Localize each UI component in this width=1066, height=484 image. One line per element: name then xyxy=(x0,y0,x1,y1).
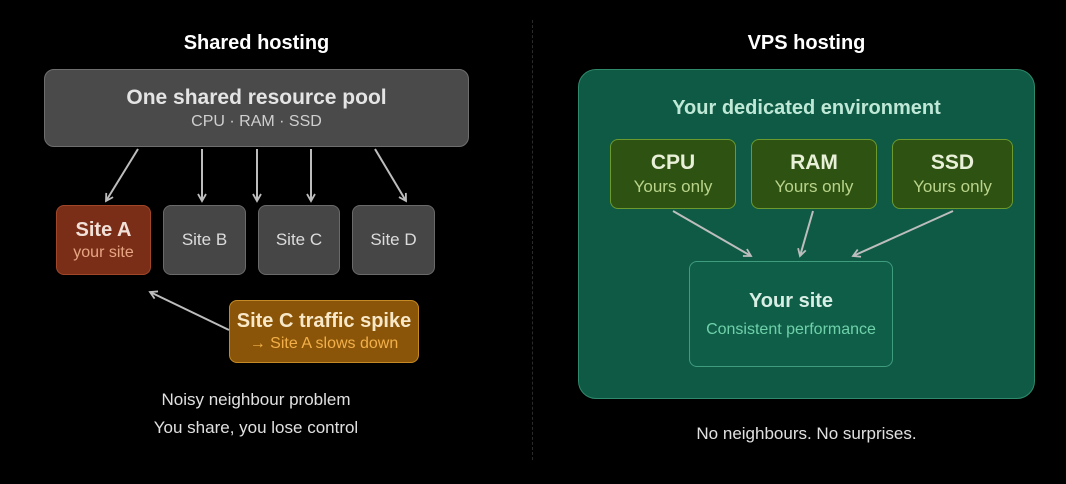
spike-title: Site C traffic spike xyxy=(236,310,412,332)
shared-caption-line2: You share, you lose control xyxy=(153,418,359,437)
site-a-sublabel: your site xyxy=(73,243,134,261)
site-c-label: Site C xyxy=(275,230,323,249)
panel-divider xyxy=(532,20,533,460)
pool-title: One shared resource pool xyxy=(126,85,387,109)
vps-hosting-title: VPS hosting xyxy=(747,32,866,54)
your-site-box: Your site Consistent performance xyxy=(689,261,893,367)
arrow-pool-to-site-a xyxy=(105,148,139,203)
environment-title: Your dedicated environment xyxy=(672,97,941,119)
arrow-ssd-to-site xyxy=(851,210,954,258)
spike-subtitle: → Site A slows down xyxy=(249,335,399,352)
shared-hosting-title: Shared hosting xyxy=(183,32,330,54)
shared-caption: Noisy neighbour problem You share, you l… xyxy=(56,386,456,442)
site-d-label: Site D xyxy=(370,230,417,249)
site-c-box: Site C xyxy=(258,205,340,275)
shared-caption-line1: Noisy neighbour problem xyxy=(161,390,351,409)
arrow-spike-to-site-a xyxy=(148,290,230,331)
vps-caption: No neighbours. No surprises. xyxy=(696,424,917,443)
site-b-label: Site B xyxy=(181,230,228,249)
traffic-spike-box: Site C traffic spike → Site A slows down xyxy=(229,300,419,363)
pool-subtitle: CPU · RAM · SSD xyxy=(191,112,322,130)
ram-resource-box: RAM Yours only xyxy=(751,139,877,209)
site-d-box: Site D xyxy=(352,205,435,275)
ssd-sublabel: Yours only xyxy=(913,177,992,196)
arrow-ram-to-site xyxy=(797,210,814,258)
ssd-resource-box: SSD Yours only xyxy=(892,139,1013,209)
your-site-subtitle: Consistent performance xyxy=(706,320,876,338)
site-a-box: Site A your site xyxy=(56,205,151,275)
ssd-label: SSD xyxy=(930,151,975,174)
arrow-pool-to-site-d xyxy=(374,148,407,203)
arrow-cpu-to-site xyxy=(672,210,753,257)
shared-resource-pool: One shared resource pool CPU · RAM · SSD xyxy=(44,69,469,147)
your-site-title: Your site xyxy=(748,289,834,312)
cpu-label: CPU xyxy=(650,151,696,174)
ram-sublabel: Yours only xyxy=(774,177,854,196)
site-b-box: Site B xyxy=(163,205,246,275)
cpu-sublabel: Yours only xyxy=(633,177,713,196)
ram-label: RAM xyxy=(790,151,838,174)
cpu-resource-box: CPU Yours only xyxy=(610,139,736,209)
site-a-label: Site A xyxy=(75,218,132,241)
